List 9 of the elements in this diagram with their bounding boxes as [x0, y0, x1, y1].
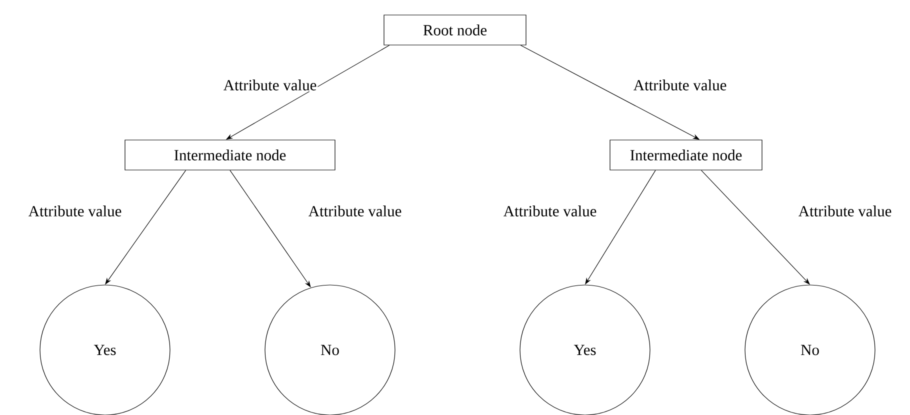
- edge-label: Attribute value: [632, 78, 728, 92]
- node-box: Root node: [384, 14, 526, 46]
- edge-label: Attribute value: [222, 78, 318, 92]
- edge-label: Attribute value: [797, 204, 893, 218]
- edge-label: Attribute value: [502, 204, 598, 218]
- node-box: Intermediate node: [610, 140, 762, 170]
- edge-label: Attribute value: [307, 204, 403, 218]
- edge-label: Attribute value: [27, 204, 123, 218]
- node-box: Intermediate node: [124, 140, 336, 170]
